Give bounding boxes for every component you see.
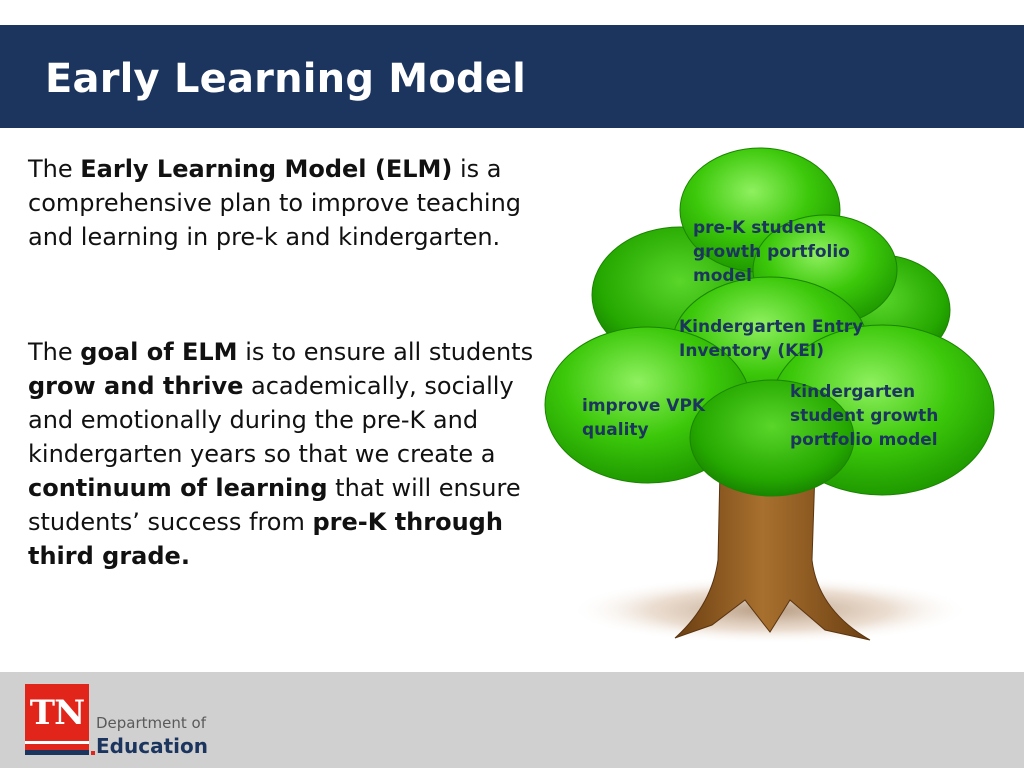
footer-bar [0, 672, 1024, 768]
label-kei: Kindergarten Entry Inventory (KEI) [679, 317, 864, 361]
department-label: Department of [96, 714, 206, 732]
goal-bold-3: continuum of learning [28, 474, 328, 502]
goal-text-1: The [28, 338, 81, 366]
intro-text-2: is a comprehensive plan to improve teach… [28, 155, 522, 251]
label-kg-portfolio: kindergarten student growth portfolio mo… [790, 382, 939, 450]
tree-illustration [544, 147, 995, 644]
label-vpk-quality: improve VPK quality [582, 396, 706, 440]
logo-dot [91, 751, 95, 755]
label-prek-portfolio: pre-K student growth portfolio model [693, 218, 850, 286]
intro-bold-elm: Early Learning Model (ELM) [80, 155, 453, 183]
logo-stripe-blue [25, 750, 89, 755]
goal-bold-2: grow and thrive [28, 372, 244, 400]
slide-title: Early Learning Model [45, 56, 527, 102]
tn-logo [25, 684, 89, 750]
goal-text-2: is to ensure all students [237, 338, 534, 366]
intro-paragraph: The Early Learning Model (ELM) is a comp… [28, 152, 538, 254]
title-bar [0, 25, 1024, 128]
goal-bold-1: goal of ELM [80, 338, 238, 366]
goal-bold-4: pre-K through third grade. [28, 508, 503, 570]
foliage-lower-center [689, 379, 855, 497]
goal-text-4: that will ensure students’ success from [28, 474, 521, 536]
logo-stripe-white [25, 741, 89, 744]
goal-paragraph: The goal of ELM is to ensure all student… [28, 335, 538, 573]
tn-logo-text: TN [29, 693, 85, 733]
intro-text-1: The [28, 155, 81, 183]
goal-text-3: academically, socially and emotionally d… [28, 372, 514, 468]
tree-trunk [674, 469, 871, 641]
education-label: Education [96, 734, 208, 758]
